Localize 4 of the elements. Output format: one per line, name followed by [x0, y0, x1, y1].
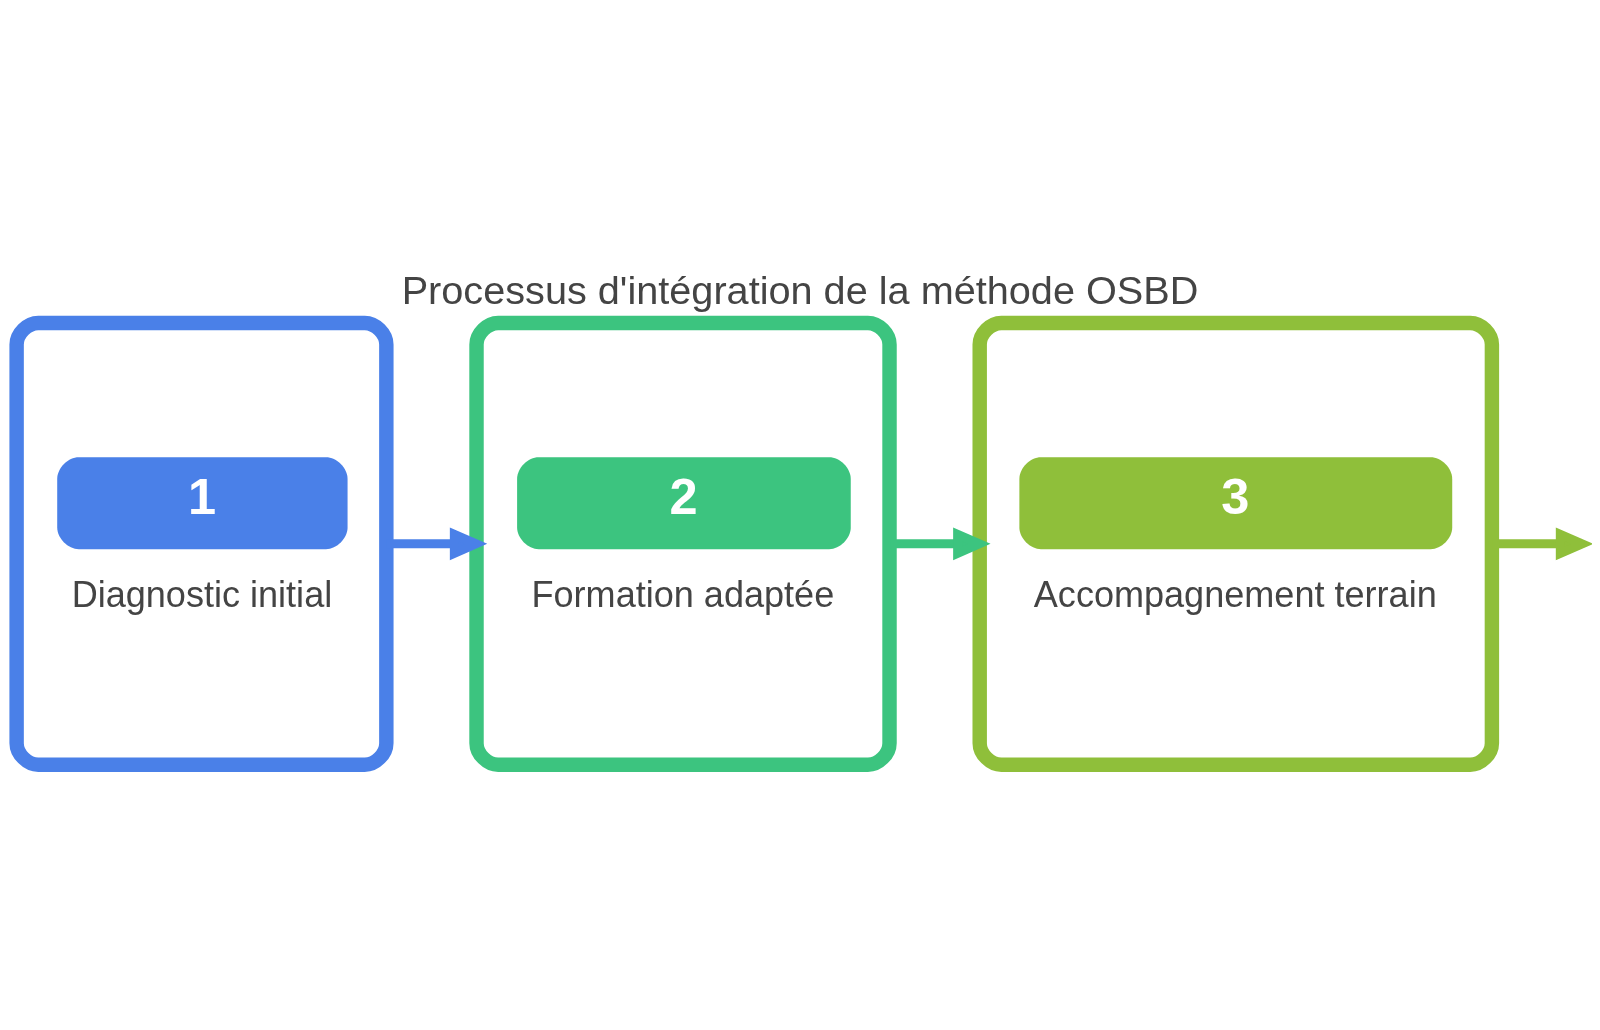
diagram-title: Processus d'intégration de la méthode OSBD	[401, 268, 1199, 313]
node-box: 2 Formation adaptée	[469, 315, 897, 772]
node-box: 3 Accompagnement terrain	[972, 315, 1500, 772]
node-box: 1 Diagnostic initial	[9, 315, 394, 772]
